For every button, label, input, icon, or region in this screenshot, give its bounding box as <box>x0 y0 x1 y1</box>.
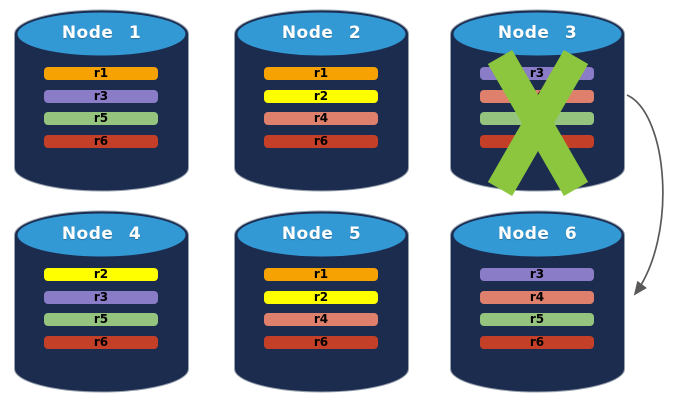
cylinder-top <box>17 213 186 257</box>
replica-bar: r3 <box>44 90 158 103</box>
replica-bar: r5 <box>480 313 594 326</box>
replica-bar: r4 <box>264 313 378 326</box>
cylinder-top <box>453 213 622 257</box>
replica-bar: r3 <box>44 291 158 304</box>
replica-bar: r6 <box>264 135 378 148</box>
node-title: Node 2 <box>281 23 362 43</box>
replica-bar: r6 <box>44 135 158 148</box>
cylinder-top <box>237 213 406 257</box>
replica-bar: r2 <box>44 268 158 281</box>
replica-bar: r6 <box>44 336 158 349</box>
arrow-curve <box>626 94 664 296</box>
x-stroke <box>487 50 589 196</box>
replica-bar: r3 <box>480 268 594 281</box>
node-title: Node 1 <box>61 23 142 43</box>
node-title: Node 5 <box>281 224 362 244</box>
node-6: Node 6 r3 r4 r5 r6 <box>450 209 625 393</box>
node-4: Node 4 r2 r3 r5 r6 <box>14 209 189 393</box>
node-title: Node 6 <box>497 224 578 244</box>
replica-bar: r1 <box>264 268 378 281</box>
node-1: Node 1 r1 r3 r5 r6 <box>14 8 189 192</box>
replica-bar: r2 <box>264 90 378 103</box>
replica-bar: r6 <box>480 336 594 349</box>
cylinder-top <box>237 12 406 56</box>
cylinder-top <box>17 12 186 56</box>
replica-bar: r4 <box>264 112 378 125</box>
node-3: Node 3 r3 r4 r5 r6 <box>450 8 625 196</box>
node-title: Node 4 <box>61 224 142 244</box>
node-5: Node 5 r1 r2 r4 r6 <box>234 209 409 393</box>
replica-bar: r2 <box>264 291 378 304</box>
replica-bar: r6 <box>264 336 378 349</box>
node-2: Node 2 r1 r2 r4 r6 <box>234 8 409 192</box>
replica-bar: r4 <box>480 291 594 304</box>
node-title: Node 3 <box>497 23 578 43</box>
replica-bar: r5 <box>44 313 158 326</box>
replica-bar: r5 <box>44 112 158 125</box>
cylinder-top <box>453 12 622 56</box>
replica-bar: r1 <box>264 67 378 80</box>
failure-x-icon <box>487 50 589 196</box>
replica-bar: r1 <box>44 67 158 80</box>
